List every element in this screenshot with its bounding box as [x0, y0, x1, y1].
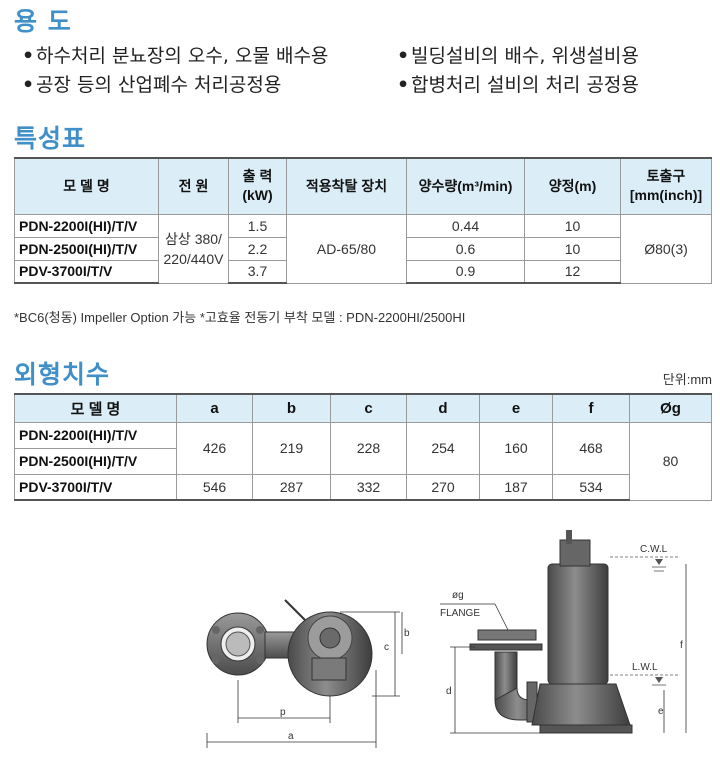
header-power: 전 원	[158, 157, 229, 215]
header-f: f	[552, 393, 630, 423]
top-view-drawing: a p c b	[206, 599, 410, 748]
header-head: 양정(m)	[524, 157, 621, 215]
dim-a-cell: 546	[176, 473, 253, 501]
dim-d-cell: 254	[406, 421, 480, 475]
usage-item: •빌딩설비의 배수, 위생설비용	[397, 45, 639, 67]
table-row: PDV-3700I/T/V 3.7 0.9 12	[14, 259, 712, 284]
table-row: PDV-3700I/T/V 546 287 332 270 187 534	[14, 473, 712, 501]
dim-e-cell: 187	[479, 473, 553, 501]
dim-b-cell: 287	[252, 473, 331, 501]
usage-item: •공장 등의 산업폐수 처리공정용	[22, 74, 282, 96]
header-output: 출 력(kW)	[228, 157, 287, 215]
dim-d-cell: 270	[406, 473, 480, 501]
outlet-cell: Ø80(3)	[620, 213, 712, 284]
header-g: Øg	[629, 393, 712, 423]
label-cwl: C.W.L	[640, 544, 668, 555]
dims-header-row: 모 델 명 a b c d e f Øg	[14, 393, 712, 423]
label-d: d	[446, 686, 452, 697]
header-d: d	[406, 393, 480, 423]
label-c: c	[384, 642, 389, 653]
label-a: a	[288, 731, 294, 742]
spec-title: 특성표	[14, 124, 87, 153]
model-cell: PDV-3700I/T/V	[14, 473, 177, 501]
flow-cell: 0.6	[406, 236, 525, 261]
unit-label: 단위:mm	[662, 372, 712, 387]
usage-item: •합병처리 설비의 처리 공정용	[397, 74, 639, 96]
table-row: PDN-2500I(HI)/T/V 2.2 0.6 10	[14, 236, 712, 261]
label-f: f	[680, 640, 683, 651]
head-cell: 12	[524, 259, 621, 284]
output-cell: 1.5	[228, 213, 287, 238]
head-cell: 10	[524, 213, 621, 238]
spec-table: 모 델 명 전 원 출 력(kW) 적용착탈 장치 양수량(m³/min) 양정…	[14, 157, 712, 284]
spec-note: *BC6(청동) Impeller Option 가능 *고효율 전동기 부착 …	[14, 310, 466, 325]
label-b: b	[404, 628, 410, 639]
model-cell: PDV-3700I/T/V	[14, 259, 159, 284]
side-view-drawing: C.W.L L.W.L f e d øg FLANGE	[440, 530, 687, 734]
label-flange: FLANGE	[440, 608, 480, 619]
dim-c-cell: 228	[330, 421, 407, 475]
dimension-drawings: a p c b C.W.L L.W.L	[206, 530, 687, 748]
output-cell: 3.7	[228, 259, 287, 284]
header-model: 모 델 명	[14, 157, 159, 215]
output-cell: 2.2	[228, 236, 287, 261]
flow-cell: 0.9	[406, 259, 525, 284]
dim-f-cell: 468	[552, 421, 630, 475]
model-cell: PDN-2200I(HI)/T/V	[14, 421, 177, 449]
label-g: øg	[452, 590, 464, 601]
usage-title: 용 도	[14, 7, 72, 36]
header-outlet: 토출구[mm(inch)]	[620, 157, 712, 215]
label-p: p	[280, 707, 286, 718]
header-e: e	[479, 393, 553, 423]
label-lwl: L.W.L	[632, 662, 658, 673]
coupling-cell: AD-65/80	[286, 213, 407, 284]
usage-item: •하수처리 분뇨장의 오수, 오물 배수용	[22, 45, 329, 67]
usage-list: •하수처리 분뇨장의 오수, 오물 배수용 •빌딩설비의 배수, 위생설비용 •…	[22, 42, 712, 100]
head-cell: 10	[524, 236, 621, 261]
table-row: PDN-2500I(HI)/T/V	[14, 447, 712, 475]
table-row: PDN-2200I(HI)/T/V 426 219 228 254 160 46…	[14, 421, 712, 501]
dims-table: 모 델 명 a b c d e f Øg PDN-2200I(HI)/T/V 4…	[14, 393, 712, 501]
power-cell: 삼상 380/220/440V	[158, 213, 229, 284]
model-cell: PDN-2500I(HI)/T/V	[14, 447, 177, 475]
dim-e-cell: 160	[479, 421, 553, 475]
dim-f-cell: 534	[552, 473, 630, 501]
flow-cell: 0.44	[406, 213, 525, 238]
header-c: c	[330, 393, 407, 423]
dim-c-cell: 332	[330, 473, 407, 501]
header-flow: 양수량(m³/min)	[406, 157, 525, 215]
label-e: e	[658, 706, 664, 717]
model-cell: PDN-2500I(HI)/T/V	[14, 236, 159, 261]
header-model: 모 델 명	[14, 393, 177, 423]
header-a: a	[176, 393, 253, 423]
dim-b-cell: 219	[252, 421, 331, 475]
dim-g-cell: 80	[629, 421, 712, 501]
model-cell: PDN-2200I(HI)/T/V	[14, 213, 159, 238]
header-b: b	[252, 393, 331, 423]
dims-title: 외형치수	[14, 360, 111, 389]
header-coupling: 적용착탈 장치	[286, 157, 407, 215]
table-row: PDN-2200I(HI)/T/V 삼상 380/220/440V 1.5 AD…	[14, 213, 712, 284]
dim-a-cell: 426	[176, 421, 253, 475]
spec-header-row: 모 델 명 전 원 출 력(kW) 적용착탈 장치 양수량(m³/min) 양정…	[14, 157, 712, 215]
